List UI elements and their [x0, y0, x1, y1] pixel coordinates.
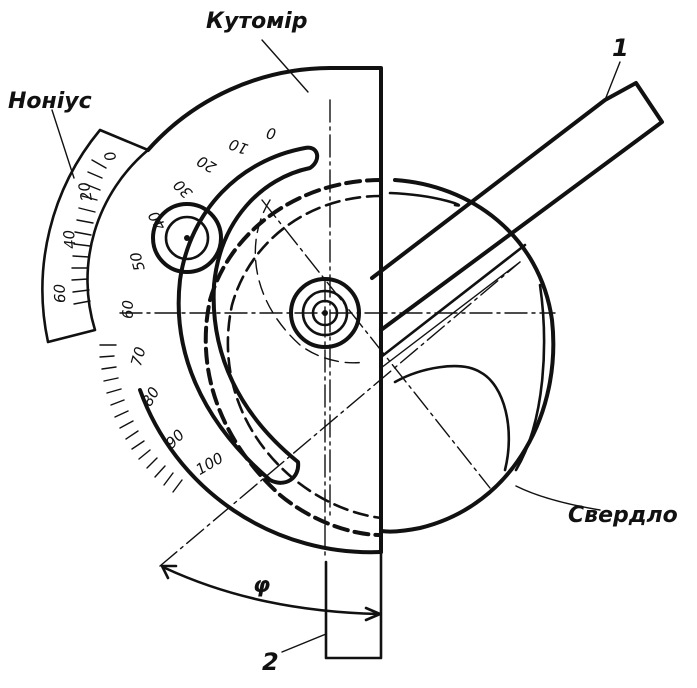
angle-arc [163, 566, 380, 616]
vernier-scale-labels: 0 20 40 60 [51, 149, 121, 304]
vernier-label-60: 60 [51, 284, 70, 304]
scale-label-50: 50 [126, 250, 148, 273]
clamp-screw-outer [151, 202, 223, 274]
main-scale-ticks [99, 344, 183, 493]
leader-part1 [604, 61, 621, 101]
hidden-outer-circle [203, 178, 383, 537]
leader-vernier [51, 109, 75, 179]
vernier-ticks [71, 159, 107, 305]
label-drill: Свердло [568, 503, 678, 528]
protractor-ruler [328, 66, 383, 554]
angle-arrow-left [160, 564, 178, 580]
label-part-1: 1 [612, 34, 629, 62]
blade-1 [370, 81, 664, 332]
curved-slot [176, 145, 320, 485]
hidden-inner-circle [226, 194, 383, 520]
blade-1-extension [379, 243, 527, 359]
drill-tip [393, 364, 511, 472]
drill-body-arc-right [514, 283, 546, 472]
scale-label-20: 20 [194, 152, 220, 177]
scale-label-0: 0 [265, 124, 278, 143]
scale-label-90: 90 [162, 426, 188, 452]
leader-protractor [261, 39, 309, 93]
label-part-2: 2 [262, 648, 279, 676]
scale-label-60: 60 [119, 300, 137, 319]
scale-label-70: 70 [127, 345, 149, 368]
label-vernier: Ноніус [8, 89, 92, 114]
vernier-label-20: 20 [75, 181, 96, 203]
drill-axis-line [261, 199, 491, 489]
scale-label-100: 100 [193, 449, 227, 479]
blade-2 [324, 550, 383, 660]
clamp-screw-inner [164, 215, 210, 261]
vernier-label-40: 40 [60, 229, 80, 250]
hidden-small-arc [254, 199, 366, 364]
label-protractor: Кутомір [206, 9, 307, 34]
leader-drill [515, 485, 601, 511]
scale-label-10: 10 [226, 135, 250, 158]
drill-body-inner [388, 191, 461, 207]
protractor-upper-arc [146, 66, 332, 152]
label-angle-phi: φ [253, 573, 270, 598]
protractor-outer-arc [138, 388, 383, 555]
vernier-label-0: 0 [100, 149, 120, 164]
vernier-sector [41, 128, 150, 344]
scale-label-30: 30 [170, 176, 196, 202]
leader-part2 [281, 633, 327, 653]
blade-1-extension-line [380, 261, 521, 369]
scale-label-80: 80 [138, 384, 163, 410]
angle-arrow-right [364, 606, 382, 622]
clamp-screw-center [184, 235, 190, 241]
drill-body-outline [379, 178, 556, 534]
main-scale-labels: 0 10 20 30 40 50 60 70 80 90 100 [119, 124, 277, 479]
angle-construction-line [159, 261, 521, 567]
